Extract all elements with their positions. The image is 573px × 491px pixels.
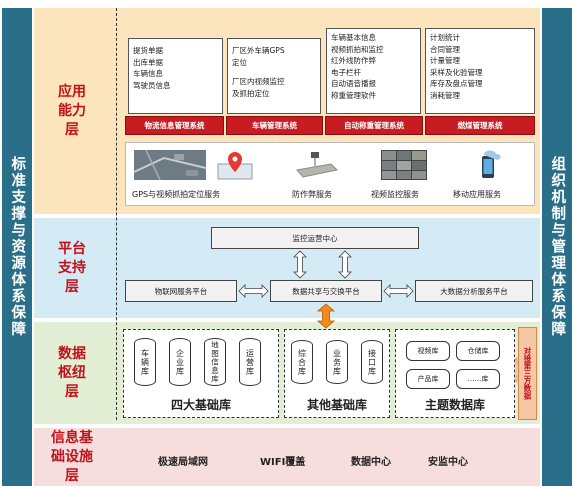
bigdata-platform-box: 大数据分析服务平台: [415, 280, 533, 302]
db-video: 视频库: [406, 341, 450, 361]
db-interface: 接口库: [361, 340, 383, 384]
map-pin-icon: [217, 152, 253, 180]
db-etc: ……库: [456, 369, 500, 389]
infra-safety-center: 安监中心: [428, 457, 468, 468]
app-box-logistics: 提货单据出库单据车辆信息驾驶员信息: [128, 38, 223, 114]
db-vehicle: 车辆库: [134, 338, 156, 386]
surveillance-grid-image: [381, 150, 427, 180]
basic-db-title: 四大基础库: [170, 398, 231, 412]
third-party-box: 对接第三方数据: [518, 327, 537, 420]
mobile-phone-icon: [482, 150, 501, 178]
iot-platform-box: 物联网服务平台: [125, 280, 237, 302]
db-warehouse: 仓储库: [456, 341, 500, 361]
system-vehicle: 车辆管理系统: [226, 116, 323, 135]
topic-db-title: 主题数据库: [424, 398, 485, 412]
services-panel: GPS与视频抓拍定位服务 防作弊服务 视频监控服务 移动应用服务: [125, 142, 535, 206]
service-caption-mobile: 移动应用服务: [453, 190, 501, 199]
application-layer-label: 应用能力层: [58, 83, 86, 138]
infrastructure-layer-label: 信息基础设施层: [51, 429, 93, 484]
scale-device-image: [296, 152, 339, 178]
service-caption-gps: GPS与视频抓拍定位服务: [132, 190, 221, 199]
left-sidebar: 标准支撑与资源体系保障: [2, 8, 32, 486]
divider-line: [116, 8, 117, 420]
infra-datacenter: 数据中心: [351, 457, 391, 468]
system-weighing: 自动称重管理系统: [325, 116, 423, 135]
db-map: 地图信息库: [204, 338, 226, 386]
db-operation: 运营库: [239, 338, 261, 386]
platform-layer-label: 平台支持层: [58, 240, 86, 295]
aerial-map-image: [134, 150, 206, 180]
right-sidebar: 组织机制与管理体系保障: [542, 8, 572, 486]
app-box-fuel: 计划统计合同管理计量管理采样及化验管理库存及盘点管理消耗管理: [425, 28, 535, 114]
monitoring-center-box: 监控运营中心: [211, 227, 419, 249]
infra-wifi: WIFI覆盖: [260, 457, 306, 468]
service-caption-video: 视频监控服务: [371, 190, 419, 199]
infra-lan: 极速局域网: [158, 457, 208, 468]
app-box-weighing: 车辆基本信息视频抓拍和监控红外线防作弊电子栏杆自动语音播报称重管理软件: [326, 28, 421, 114]
other-db-title: 其他基础库: [306, 398, 367, 412]
db-enterprise: 企业库: [169, 338, 191, 386]
data-exchange-platform-box: 数据共享与交换平台: [270, 280, 382, 302]
infrastructure-layer: 信息基础设施层: [34, 428, 540, 486]
data-layer-label: 数据枢纽层: [58, 345, 86, 400]
db-product: 产品库: [406, 369, 450, 389]
service-caption-anticheat: 防作弊服务: [292, 190, 332, 199]
db-business: 业务库: [326, 340, 348, 384]
system-fuel: 燃煤管理系统: [425, 116, 535, 135]
system-logistics: 物流信息管理系统: [125, 116, 224, 135]
db-comprehensive: 综合库: [291, 340, 313, 384]
